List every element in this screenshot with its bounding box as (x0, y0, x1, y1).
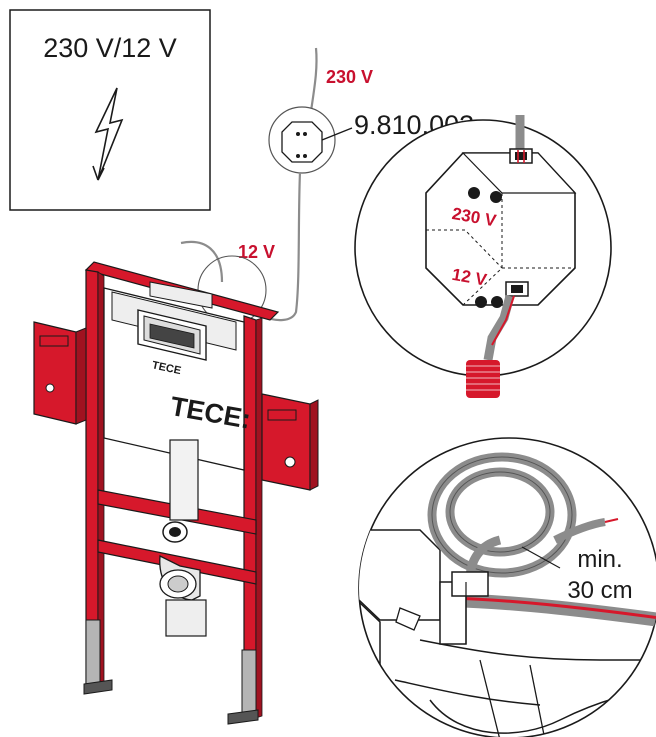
installation-frame (33, 261, 319, 725)
low-voltage-label: 12 V (238, 242, 275, 262)
cable-loop-detail (358, 437, 656, 737)
min-length-line2: 30 cm (567, 577, 632, 604)
mains-voltage-label: 230 V (326, 67, 373, 87)
part-number-leader (321, 127, 353, 141)
panel-brand-label: TECE (151, 359, 182, 377)
supply-cable-end (180, 240, 224, 283)
cistern: TECE (103, 281, 245, 637)
power-supply-box: 230 V/12 V (9, 9, 211, 211)
low-voltage-cable (261, 171, 302, 322)
junction-box-small (268, 106, 336, 174)
mains-cable (308, 47, 318, 119)
junction-box-detail (354, 115, 612, 398)
min-length-line1: min. (577, 546, 622, 573)
power-box-title: 230 V/12 V (43, 33, 177, 63)
